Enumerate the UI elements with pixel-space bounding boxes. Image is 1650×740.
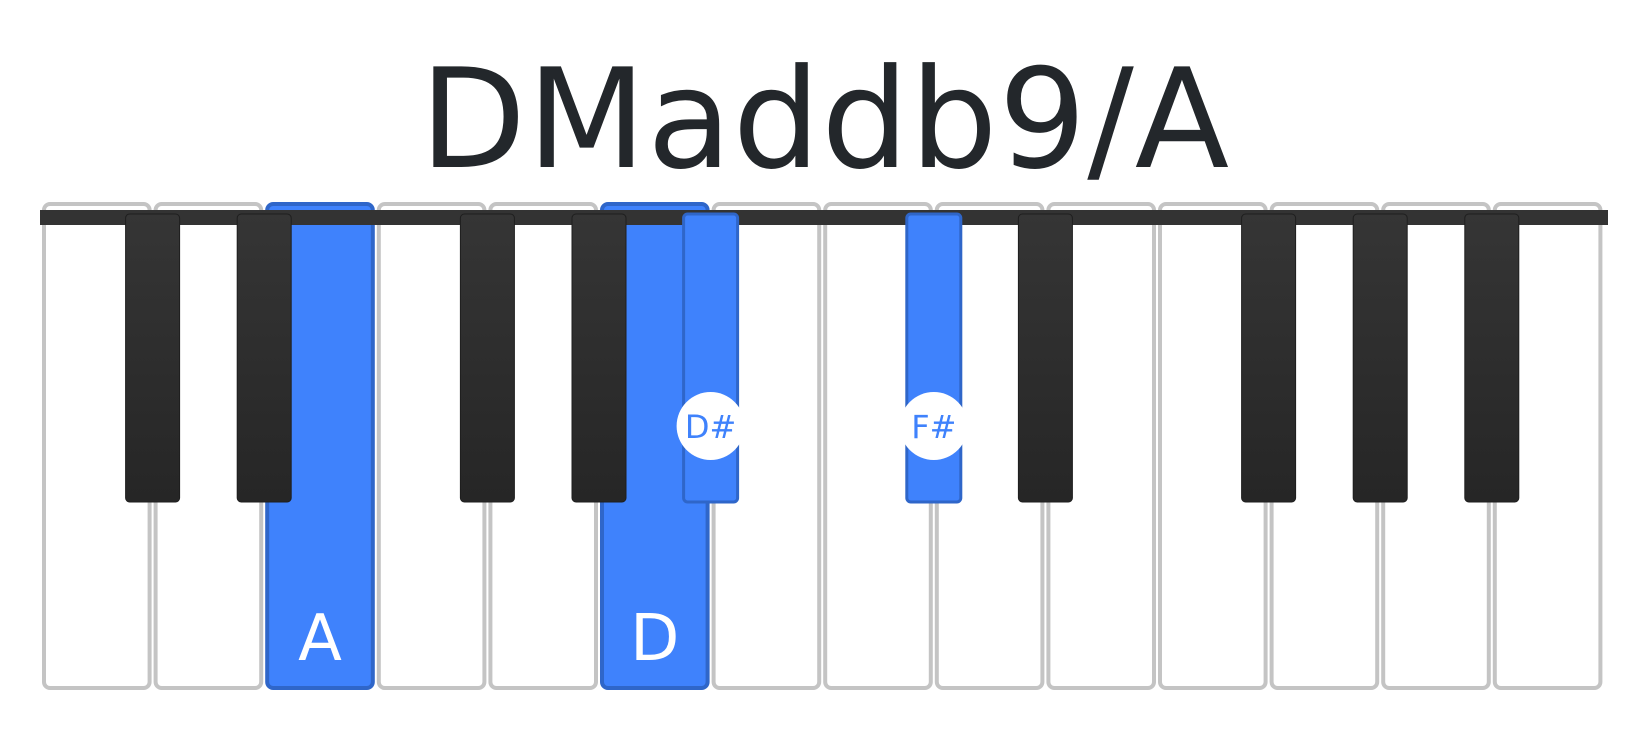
black-key [1017,213,1073,503]
note-label-badge [899,392,968,460]
note-label-black-key: D# [685,408,736,446]
note-label-white-key: A [298,602,342,676]
black-key [236,213,292,503]
note-label-badge [676,392,745,460]
black-key [1464,213,1520,503]
black-key [459,213,515,503]
black-key [571,213,627,503]
keyboard-top-bar [40,210,1608,225]
black-key [1241,213,1297,503]
note-labels: A D D# F# [298,392,968,676]
keyboard-top-bar-group [40,210,1608,225]
chord-title: DMaddb9/A [419,39,1231,200]
black-key [1352,213,1408,503]
note-label-white-key: D [630,602,679,676]
black-key [125,213,181,503]
note-label-black-key: F# [911,408,956,446]
